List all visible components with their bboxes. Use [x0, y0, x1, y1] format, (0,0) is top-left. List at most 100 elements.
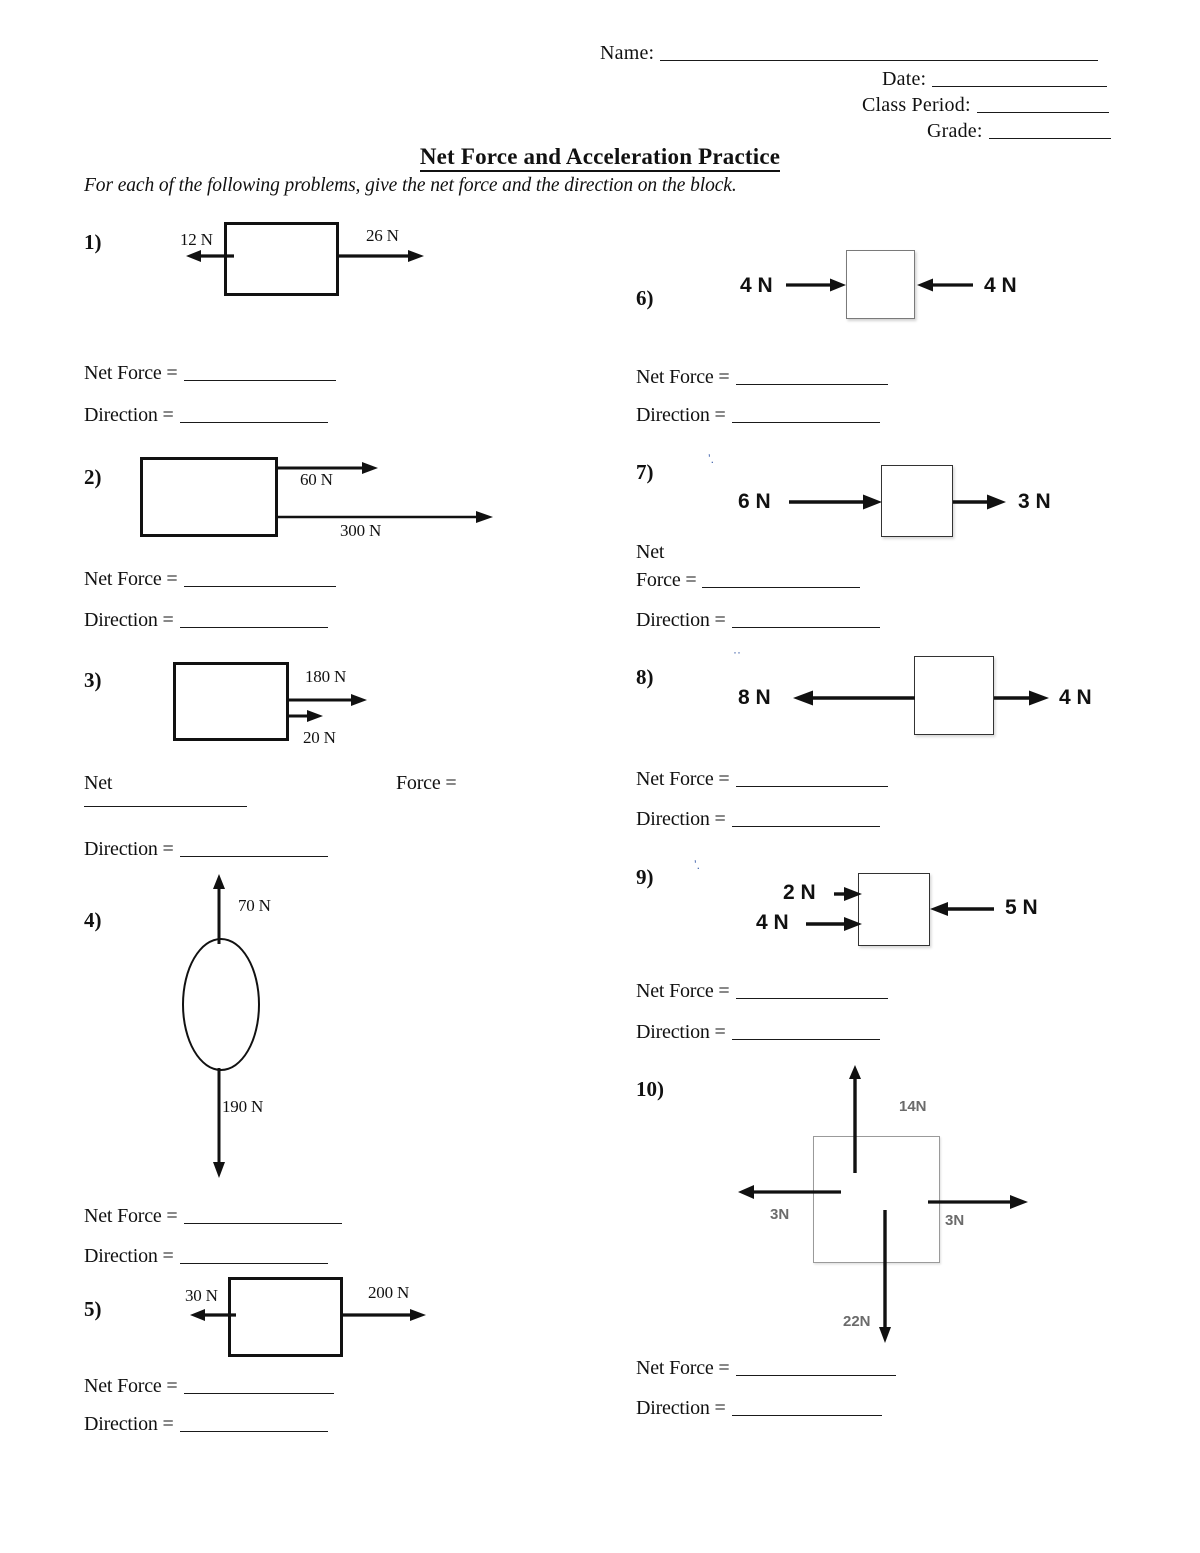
- problem-3-force-label-1: 20 N: [303, 728, 336, 747]
- problem-4-direction-row[interactable]: Direction =: [84, 1245, 328, 1268]
- problem-3-direction-blank[interactable]: [179, 856, 328, 857]
- problem-10-arrow-down: [876, 1210, 894, 1343]
- problem-7-force-label-1: 3 N: [1018, 490, 1051, 513]
- scan-artifact-7: ʼ.: [708, 452, 714, 466]
- problem-9-arrow-top: [834, 885, 862, 903]
- problem-6-net-force-row[interactable]: Net Force =: [636, 366, 888, 389]
- problem-3-force-label-0: 180 N: [305, 667, 347, 686]
- problem-1-arrow-left: [186, 246, 236, 266]
- problem-6-direction-row[interactable]: Direction =: [636, 404, 880, 427]
- problem-10-net-force-blank[interactable]: [735, 1375, 896, 1376]
- class-period-input-rule[interactable]: [976, 112, 1109, 113]
- problem-1-arrow-right: [339, 246, 424, 266]
- problem-4-direction-blank[interactable]: [179, 1263, 328, 1264]
- problem-9-direction-row[interactable]: Direction =: [636, 1021, 880, 1044]
- name-field-row[interactable]: Name:: [600, 42, 1099, 65]
- problem-6-direction-blank[interactable]: [731, 422, 880, 423]
- problem-9-force-label-0: 2 N: [783, 881, 816, 904]
- problem-9-direction-blank[interactable]: [731, 1039, 880, 1040]
- class-period-field-row[interactable]: Class Period:: [862, 94, 1109, 117]
- problem-5-direction-row[interactable]: Direction =: [84, 1413, 328, 1436]
- problem-3-net-force-blank[interactable]: [84, 806, 247, 807]
- problem-2-direction-blank[interactable]: [179, 627, 328, 628]
- problem-6-force-label-0: 4 N: [740, 274, 773, 297]
- problem-8-direction-row[interactable]: Direction =: [636, 808, 880, 831]
- problem-1-direction-blank[interactable]: [179, 422, 328, 423]
- problem-8-block: [914, 656, 994, 735]
- date-field-row[interactable]: Date:: [882, 68, 1108, 91]
- grade-field-row[interactable]: Grade:: [927, 120, 1111, 143]
- problem-10-arrow-right: [928, 1193, 1028, 1211]
- problem-7-block: [881, 465, 953, 537]
- problem-4-net-force-row[interactable]: Net Force =: [84, 1205, 342, 1228]
- problem-1-net-force-row[interactable]: Net Force =: [84, 362, 336, 385]
- problem-5-net-force-blank[interactable]: [183, 1393, 334, 1394]
- problem-10-net-force-label: Net Force =: [636, 1357, 730, 1379]
- problem-10-net-force-row[interactable]: Net Force =: [636, 1357, 896, 1380]
- problem-2-direction-row[interactable]: Direction =: [84, 609, 328, 632]
- problem-9-net-force-row[interactable]: Net Force =: [636, 980, 888, 1003]
- problem-8-net-force-blank[interactable]: [735, 786, 888, 787]
- problem-5-net-force-row[interactable]: Net Force =: [84, 1375, 334, 1398]
- problem-3-force-word: Force =: [396, 772, 457, 794]
- problem-7-direction-row[interactable]: Direction =: [636, 609, 880, 632]
- problem-3-arrow-0: [289, 692, 367, 708]
- problem-5-direction-label: Direction =: [84, 1413, 174, 1435]
- problem-2-net-force-row[interactable]: Net Force =: [84, 568, 336, 591]
- problem-8-arrow-right: [994, 689, 1049, 707]
- problem-2-net-force-blank[interactable]: [183, 586, 336, 587]
- problem-10-force-label-0: 14N: [899, 1098, 927, 1115]
- problem-10-direction-blank[interactable]: [731, 1415, 882, 1416]
- date-label: Date:: [882, 68, 927, 90]
- problem-4-arrow-up: [209, 874, 229, 946]
- problem-3-net-word: Net: [84, 772, 113, 794]
- problem-10-force-label-3: 22N: [843, 1313, 871, 1330]
- problem-4-net-force-blank[interactable]: [183, 1223, 342, 1224]
- problem-9-force-label-2: 5 N: [1005, 896, 1038, 919]
- problem-10-force-label-2: 3N: [945, 1212, 965, 1229]
- problem-8-force-label-1: 4 N: [1059, 686, 1092, 709]
- page-title: Net Force and Acceleration Practice: [0, 144, 1200, 172]
- name-input-rule[interactable]: [660, 60, 1099, 61]
- problem-3-net-force-blank-row[interactable]: [84, 806, 247, 811]
- problem-3-direction-row[interactable]: Direction =: [84, 838, 328, 861]
- scan-artifact-8: ··: [733, 645, 741, 659]
- problem-5-arrow-right: [343, 1305, 426, 1325]
- problem-5-direction-blank[interactable]: [179, 1431, 328, 1432]
- problem-10-arrow-left: [738, 1183, 843, 1201]
- grade-label: Grade:: [927, 120, 983, 142]
- date-input-rule[interactable]: [932, 86, 1108, 87]
- problem-2-force-label-1: 300 N: [340, 521, 382, 540]
- class-period-label: Class Period:: [862, 94, 971, 116]
- problem-3-force-label-part: Force =: [396, 772, 457, 795]
- problem-number-7: 7): [636, 460, 654, 484]
- grade-input-rule[interactable]: [988, 138, 1111, 139]
- problem-7-force-label-0: 6 N: [738, 490, 771, 513]
- problem-7-direction-label: Direction =: [636, 609, 726, 631]
- problem-10-arrow-up: [846, 1065, 864, 1175]
- problem-4-direction-label: Direction =: [84, 1245, 174, 1267]
- problem-5-arrow-left: [190, 1305, 238, 1325]
- problem-8-net-force-row[interactable]: Net Force =: [636, 768, 888, 791]
- problem-9-net-force-blank[interactable]: [735, 998, 888, 999]
- problem-1-net-force-blank[interactable]: [183, 380, 336, 381]
- problem-7-force-row[interactable]: Force =: [636, 569, 861, 592]
- problem-6-direction-label: Direction =: [636, 404, 726, 426]
- problem-number-1: 1): [84, 230, 102, 254]
- problem-8-force-label-0: 8 N: [738, 686, 771, 709]
- problem-1-direction-row[interactable]: Direction =: [84, 404, 328, 427]
- problem-7-net-force-blank[interactable]: [702, 587, 861, 588]
- problem-8-net-force-label: Net Force =: [636, 768, 730, 790]
- problem-6-net-force-blank[interactable]: [735, 384, 888, 385]
- problem-7-direction-blank[interactable]: [731, 627, 880, 628]
- problem-7-arrow-out: [953, 493, 1006, 511]
- problem-3-net-label-part: Net: [84, 772, 112, 795]
- problem-6-force-label-1: 4 N: [984, 274, 1017, 297]
- problem-8-direction-blank[interactable]: [731, 826, 880, 827]
- problem-2-net-force-label: Net Force =: [84, 568, 178, 590]
- problem-10-direction-row[interactable]: Direction =: [636, 1397, 882, 1420]
- problem-9-force-label-1: 4 N: [756, 911, 789, 934]
- problem-9-arrow-left: [930, 900, 996, 918]
- problem-number-5: 5): [84, 1297, 102, 1321]
- problem-1-force-label-0: 12 N: [180, 230, 213, 249]
